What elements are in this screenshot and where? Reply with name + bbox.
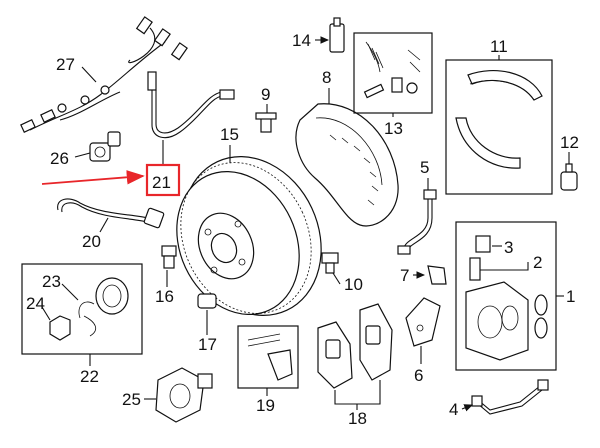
pad-hardware-box — [237, 325, 299, 389]
callout-7: 7 — [400, 266, 409, 285]
callout-21: 21 — [152, 173, 171, 192]
springs-part — [363, 41, 421, 99]
bracket-part-6 — [405, 297, 441, 347]
callout-14: 14 — [292, 31, 311, 50]
brake-pads-part — [317, 303, 393, 389]
callout-10: 10 — [344, 275, 363, 294]
brake-hose-part — [147, 71, 235, 139]
callout-18: 18 — [348, 409, 367, 428]
clip-part-14 — [329, 17, 345, 53]
callout-8: 8 — [322, 68, 331, 87]
spring-kit-box — [353, 32, 433, 114]
pad-hardware-part — [247, 333, 293, 381]
callout-3: 3 — [504, 238, 513, 257]
wiring-harness-part — [20, 16, 188, 133]
bearing-parts — [49, 277, 129, 341]
callout-22: 22 — [80, 367, 99, 386]
caliper-part — [465, 235, 548, 361]
callout-27: 27 — [56, 55, 75, 74]
clip-part-7 — [427, 265, 447, 285]
bolt-part-10 — [321, 252, 339, 274]
plug-part-17 — [197, 293, 217, 309]
brake-rotor-part — [176, 156, 322, 316]
callout-17: 17 — [198, 335, 217, 354]
hub-part — [155, 367, 213, 423]
sensor-part-26 — [89, 131, 121, 162]
callout-2: 2 — [533, 253, 542, 272]
callout-24: 24 — [26, 294, 45, 313]
callout-23: 23 — [42, 272, 61, 291]
brake-shoes-part — [455, 69, 543, 169]
dust-shield-part — [295, 103, 399, 227]
callout-4: 4 — [449, 400, 458, 419]
callout-6: 6 — [414, 366, 423, 385]
callout-15: 15 — [220, 125, 239, 144]
callout-12: 12 — [560, 133, 579, 152]
callout-9: 9 — [261, 85, 270, 104]
brake-line-part-5 — [397, 189, 437, 255]
callout-16: 16 — [155, 287, 174, 306]
bleeder-part-12 — [560, 163, 578, 191]
callout-1: 1 — [566, 287, 575, 306]
callout-19: 19 — [256, 396, 275, 415]
callout-11: 11 — [490, 37, 508, 56]
callout-26: 26 — [50, 149, 69, 168]
bearing-box — [21, 263, 143, 355]
bolt-part-16 — [161, 245, 177, 269]
callout-25: 25 — [122, 390, 141, 409]
bolt-part-9 — [255, 112, 277, 133]
callout-5: 5 — [420, 158, 429, 177]
red-pointer-arrow — [41, 170, 145, 185]
callout-13: 13 — [384, 119, 403, 138]
callout-21-highlight-box — [145, 163, 181, 197]
callout-20: 20 — [82, 232, 101, 251]
brake-line-part-4 — [471, 379, 549, 415]
wear-sensor-part — [57, 198, 165, 229]
